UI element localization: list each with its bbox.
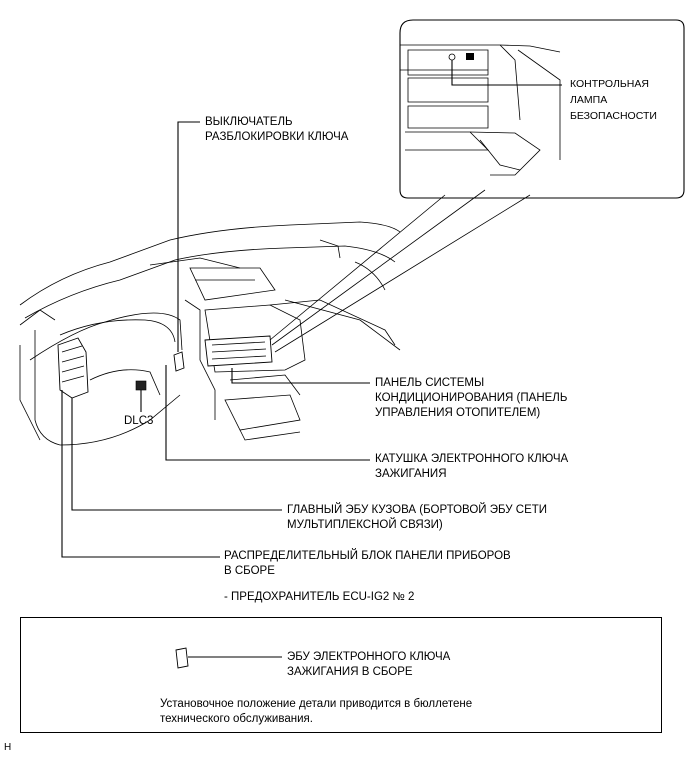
leader-ignition-coil <box>165 365 370 461</box>
key-unlock-switch-label: ВЫКЛЮЧАТЕЛЬ РАЗБЛОКИРОВКИ КЛЮЧА <box>205 116 349 143</box>
main-body-ecu-label: ГЛАВНЫЙ ЭБУ КУЗОВА (БОРТОВОЙ ЭБУ СЕТИ МУ… <box>287 504 548 531</box>
ac-panel-label: ПАНЕЛЬ СИСТЕМЫ КОНДИЦИОНИРОВАНИЯ (ПАНЕЛЬ… <box>375 377 568 419</box>
legend-note: Установочное положение детали приводится… <box>160 698 473 725</box>
dlc3-label: DLC3 <box>124 415 154 427</box>
leader-key-unlock <box>177 121 200 352</box>
ignition-ecu-legend-icon <box>175 647 189 669</box>
junction-block-label: РАСПРЕДЕЛИТЕЛЬНЫЙ БЛОК ПАНЕЛИ ПРИБОРОВ В… <box>224 550 511 577</box>
figure-code: H <box>4 742 12 753</box>
junction-block-part <box>57 337 89 399</box>
fuse-label: - ПРЕДОХРАНИТЕЛЬ ECU-IG2 № 2 <box>224 591 415 603</box>
dlc3-connector <box>135 380 147 391</box>
security-lamp-label: КОНТРОЛЬНАЯ ЛАМПА БЕЗОПАСНОСТИ <box>570 78 657 122</box>
dashboard-outline <box>19 221 401 446</box>
leader-ac-panel <box>231 368 370 384</box>
key-unlock-switch-part <box>173 351 185 372</box>
leader-junction-block <box>61 390 220 558</box>
inset-zoom-box <box>399 19 685 199</box>
ignition-ecu-label: ЭБУ ЭЛЕКТРОННОГО КЛЮЧА ЗАЖИГАНИЯ В СБОРЕ <box>287 651 451 678</box>
ac-panel-part <box>204 335 273 367</box>
legend-box <box>20 617 662 733</box>
leader-body-ecu <box>71 398 282 511</box>
ignition-coil-label: КАТУШКА ЭЛЕКТРОННОГО КЛЮЧА ЗАЖИГАНИЯ <box>375 453 569 480</box>
